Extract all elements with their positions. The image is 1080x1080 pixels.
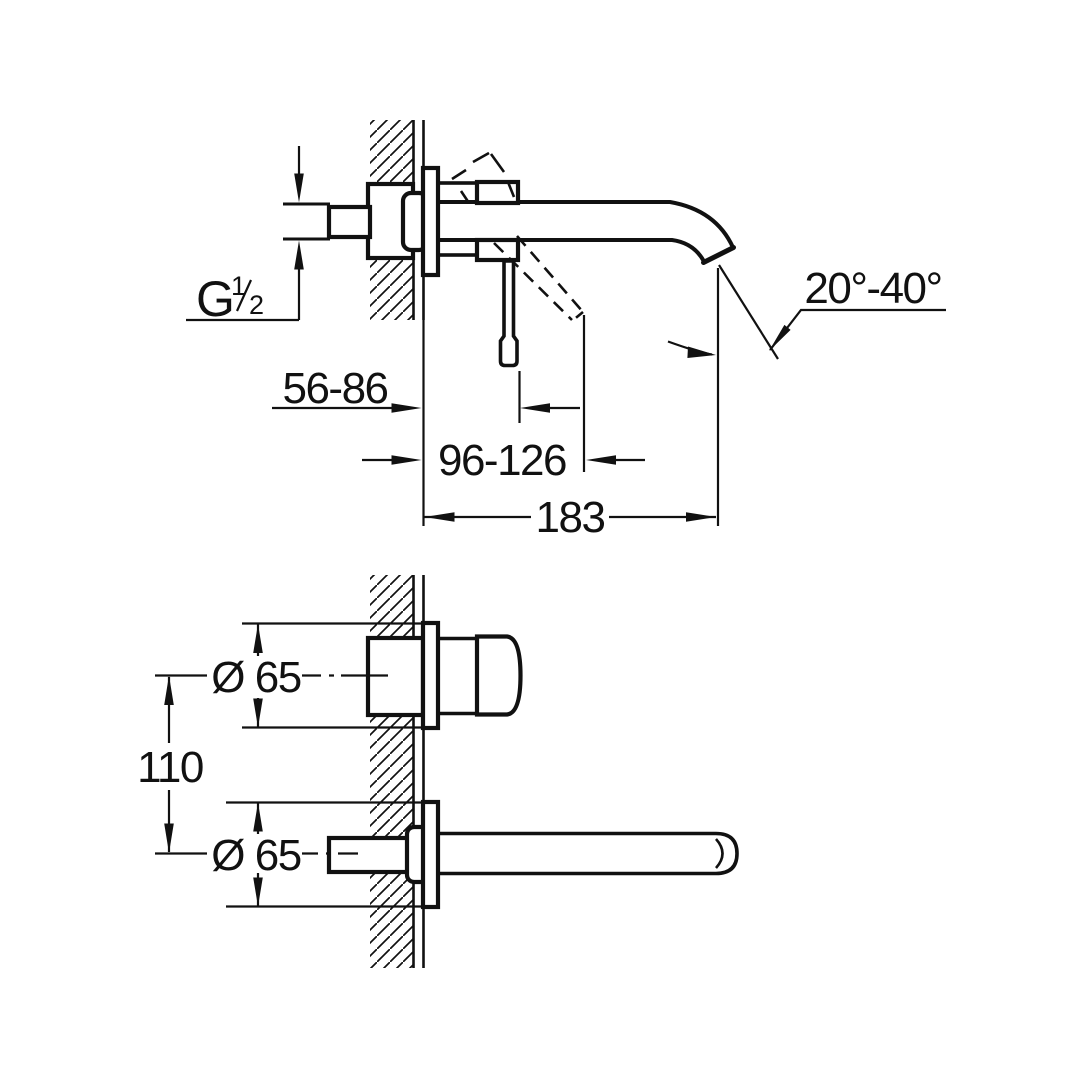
wall-escutcheon <box>420 165 441 278</box>
lever-reach-value: 96-126 <box>438 436 566 485</box>
angle-leader-line <box>769 308 946 351</box>
center-distance-value: 110 <box>137 743 203 792</box>
inlet-pipe <box>283 202 330 241</box>
dim-handle-diameter: Ø 65 <box>211 622 422 729</box>
handle-neck <box>438 636 477 716</box>
handle-collar-lower <box>474 237 521 263</box>
dim-thread: G 1 2 <box>186 146 304 327</box>
dim-spout-angle: 20°-40° <box>667 264 946 360</box>
spout-tube-plan <box>436 831 739 876</box>
handle-escutcheon <box>420 620 441 731</box>
fraction-slash <box>235 279 253 312</box>
dim-spout-diameter: Ø 65 <box>211 801 422 908</box>
side-view: G 1 2 56-86 96-126 <box>186 120 946 542</box>
spout-reach-value: 183 <box>536 493 605 542</box>
thread-label: G <box>196 271 235 327</box>
arrow-down-icon <box>253 877 263 907</box>
plan-view: Ø 65 Ø 65 110 <box>137 575 739 968</box>
spout-outlet-face <box>701 245 736 265</box>
dim-center-distance: 110 <box>137 674 207 855</box>
wall-depth-value: 56-86 <box>282 364 387 413</box>
arrow-down-icon <box>294 173 304 203</box>
thread-denominator: 2 <box>249 290 264 320</box>
handle-diameter-value: Ø 65 <box>211 653 300 702</box>
dim-lever-reach: 96-126 <box>362 315 645 485</box>
spout-supply-nipple <box>326 835 415 875</box>
spout-tip-arc <box>715 838 724 869</box>
thread-numerator: 1 <box>231 271 246 301</box>
arrow-down-icon <box>253 698 263 728</box>
arrow-right-icon <box>686 512 716 522</box>
arrow-right-icon <box>391 403 422 413</box>
extension-lines <box>226 801 422 908</box>
arrow-up-icon <box>253 624 263 653</box>
spout-fill <box>438 203 733 262</box>
extension-lines <box>242 622 422 729</box>
dim-wall-depth: 56-86 <box>272 364 580 423</box>
arrow-right-icon <box>687 346 716 358</box>
arrow-down-icon <box>164 823 174 853</box>
lever-raised-dashed <box>451 151 516 204</box>
arrow-up-icon <box>253 802 263 832</box>
arrow-left-icon <box>586 455 616 465</box>
spout-escutcheon <box>420 799 441 910</box>
wall-hatch-lower <box>370 575 414 968</box>
handle-knob <box>474 634 523 717</box>
arrow-down-left-icon <box>769 324 791 351</box>
lever-handle <box>498 259 519 368</box>
lever-open-dashed-edge2 <box>493 242 573 321</box>
dim-spout-reach: 183 <box>422 268 720 542</box>
handle-collar-upper <box>474 179 521 206</box>
spout-top-edge <box>438 200 735 249</box>
arrow-left-icon <box>424 512 455 522</box>
thread-leader-line <box>186 269 301 322</box>
spout-angle-value: 20°-40° <box>804 264 941 313</box>
spout-bottom-edge <box>438 238 706 263</box>
arrow-up-icon <box>294 240 304 270</box>
spout-diameter-value: Ø 65 <box>211 831 300 880</box>
arrow-left-icon <box>520 403 550 413</box>
tick-lines <box>155 674 207 855</box>
arrow-right-icon <box>391 455 422 465</box>
arrow-up-icon <box>164 675 174 705</box>
inlet-nipple <box>326 204 373 240</box>
lever-open-dashed-cap <box>571 310 584 323</box>
angle-reference-line <box>718 264 779 360</box>
lever-open-dashed-edge1 <box>516 235 584 313</box>
